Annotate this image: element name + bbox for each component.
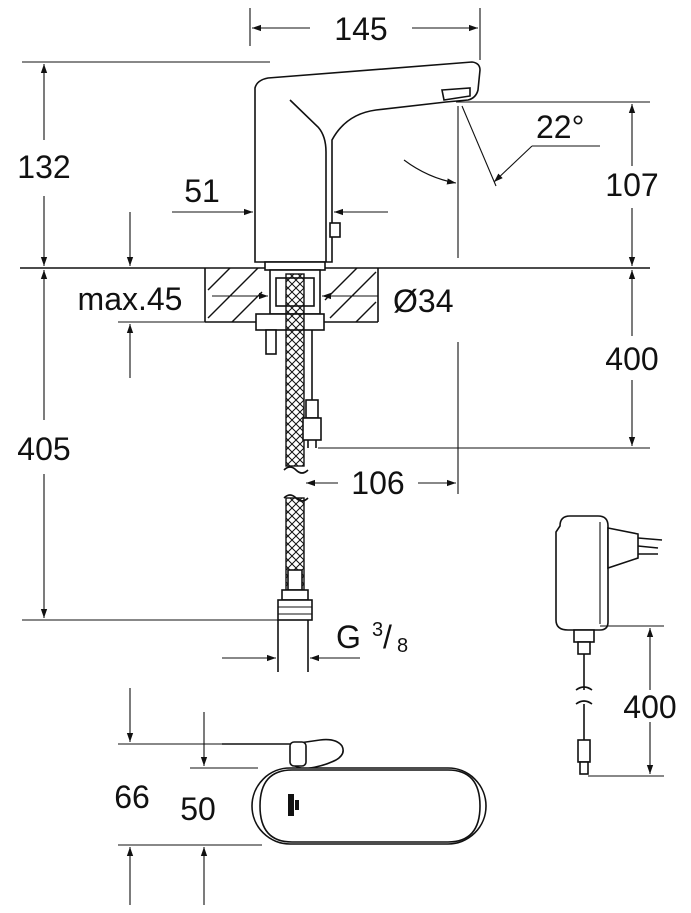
label-max45: max.45	[78, 281, 183, 317]
label-thread-slash: /	[383, 619, 392, 655]
faucet-side-view	[254, 61, 481, 467]
deck-section	[20, 267, 650, 323]
faucet-front-view	[222, 738, 487, 845]
dim-max45: max.45	[78, 212, 205, 378]
label-400-adapter: 400	[623, 689, 676, 725]
dim-145: 145	[249, 8, 481, 60]
dim-400-adapter: 400	[588, 625, 677, 777]
dim-51: 51	[172, 173, 388, 216]
label-51: 51	[184, 173, 220, 209]
label-66: 66	[114, 779, 150, 815]
label-o34: Ø34	[393, 283, 453, 319]
dim-o34: Ø34	[212, 283, 453, 319]
deck-hatch-left	[207, 267, 263, 323]
label-thread-num: 3	[372, 619, 383, 641]
dim-132: 132	[17, 61, 270, 266]
dim-66: 66	[114, 688, 262, 905]
label-132: 132	[17, 149, 70, 185]
label-107: 107	[605, 167, 658, 203]
power-adapter	[555, 515, 663, 775]
dim-400-cable: 400	[318, 270, 659, 449]
label-145: 145	[334, 11, 387, 47]
dim-50: 50	[180, 712, 258, 905]
label-22deg: 22°	[536, 109, 584, 145]
dim-g38: G 3 / 8	[222, 619, 408, 662]
label-50: 50	[180, 791, 216, 827]
dim-22deg: 22°	[403, 105, 600, 258]
label-405: 405	[17, 431, 70, 467]
label-400-cable: 400	[605, 341, 658, 377]
deck-hatch-right	[324, 267, 377, 323]
label-106: 106	[351, 465, 404, 501]
label-g: G	[336, 619, 361, 655]
dim-405: 405	[17, 270, 278, 621]
dim-106: 106	[306, 342, 459, 501]
label-thread-den: 8	[397, 635, 408, 657]
dim-107: 107	[456, 101, 659, 266]
faucet-lower-hose	[277, 466, 313, 672]
braided-hose-upper	[285, 273, 305, 467]
